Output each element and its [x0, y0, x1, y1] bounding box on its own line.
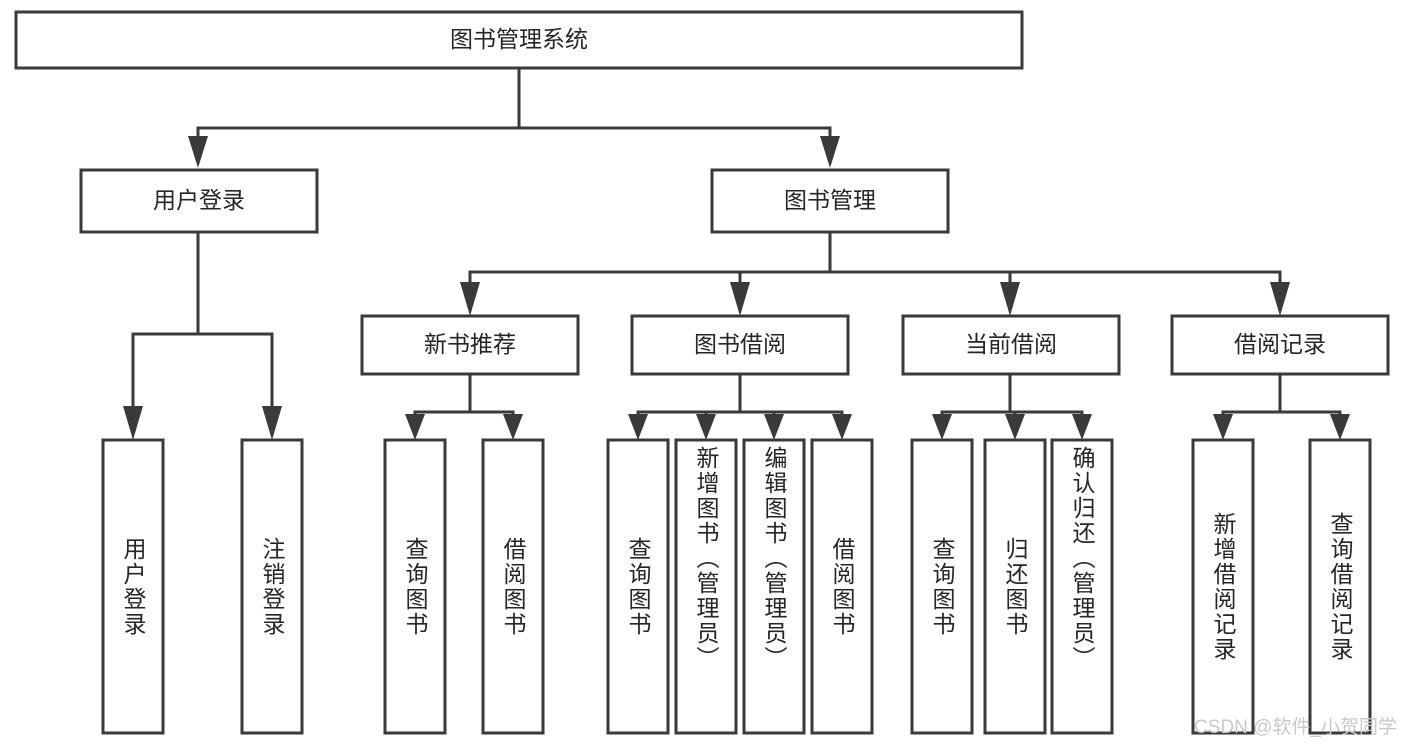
leaf-edit-book-box[interactable]: [742, 438, 806, 735]
leaf-query-borrow-record-box[interactable]: [1308, 438, 1372, 735]
node-new-book-recommend-box[interactable]: [360, 314, 580, 376]
leaf-query-book-borrow-box[interactable]: [606, 438, 670, 735]
node-root-box[interactable]: [14, 10, 1024, 70]
arrow-to-new-book-recommend: [460, 282, 480, 316]
arrow-to-leaf-query-book-rec: [405, 414, 425, 440]
node-user-login[interactable]: 用户登录: [79, 168, 319, 234]
arrow-to-book-borrow: [730, 282, 750, 316]
node-book-borrow-label: 图书借阅: [694, 331, 786, 357]
connector-layer: [123, 66, 1350, 440]
node-book-borrow[interactable]: 图书借阅: [630, 314, 850, 376]
arrow-to-leaf-add-borrow-record: [1213, 414, 1233, 440]
arrow-to-leaf-confirm-return: [1072, 414, 1092, 440]
csdn-watermark: CSDN @软件_小贺同学: [1194, 716, 1397, 738]
arrow-to-leaf-borrow-book: [832, 414, 852, 440]
node-book-borrow-box[interactable]: [630, 314, 850, 376]
leaf-user-logout-box[interactable]: [240, 438, 304, 735]
arrow-to-current-borrow: [1000, 282, 1020, 316]
node-current-borrow-box[interactable]: [901, 314, 1121, 376]
node-borrow-record-label: 借阅记录: [1234, 331, 1326, 357]
leaf-add-book-box[interactable]: [674, 438, 738, 735]
arrow-to-leaf-edit-book: [764, 414, 784, 440]
leaf-query-book-rec-box[interactable]: [383, 438, 447, 735]
node-borrow-record-box[interactable]: [1170, 314, 1390, 376]
node-layer: 图书管理系统 用户登录 图书管理 新书推荐 图书借阅 当前: [14, 10, 1390, 735]
node-root[interactable]: 图书管理系统: [14, 10, 1024, 70]
node-user-login-box[interactable]: [79, 168, 319, 234]
arrow-to-user-login: [188, 136, 208, 168]
arrow-to-leaf-add-book: [696, 414, 716, 440]
arrow-to-book-manage: [820, 136, 840, 168]
leaf-add-borrow-record-box[interactable]: [1191, 438, 1255, 735]
arrow-to-leaf-borrow-book-rec: [503, 414, 523, 440]
leaf-boxes: [101, 438, 1372, 735]
node-root-label: 图书管理系统: [450, 26, 588, 52]
leaf-return-book-box[interactable]: [983, 438, 1047, 735]
arrow-to-leaf-user-login: [123, 406, 143, 440]
arrow-to-borrow-record: [1270, 282, 1290, 316]
node-book-manage-box[interactable]: [710, 168, 950, 234]
arrow-to-leaf-return-book: [1005, 414, 1025, 440]
node-new-book-recommend[interactable]: 新书推荐: [360, 314, 580, 376]
leaf-borrow-book-rec-box[interactable]: [481, 438, 545, 735]
arrow-to-leaf-query-borrow-record: [1330, 414, 1350, 440]
arrow-to-leaf-user-logout: [262, 406, 282, 440]
leaf-query-book-current-box[interactable]: [910, 438, 974, 735]
leaf-borrow-book-box[interactable]: [810, 438, 874, 735]
node-borrow-record[interactable]: 借阅记录: [1170, 314, 1390, 376]
node-book-manage[interactable]: 图书管理: [710, 168, 950, 234]
arrow-to-leaf-query-book-current: [932, 414, 952, 440]
node-book-manage-label: 图书管理: [784, 187, 876, 213]
node-user-login-label: 用户登录: [153, 187, 245, 213]
leaf-confirm-return-box[interactable]: [1050, 438, 1114, 735]
leaf-user-login-box[interactable]: [101, 438, 165, 735]
node-new-book-recommend-label: 新书推荐: [424, 331, 516, 357]
arrow-to-leaf-query-book-borrow: [628, 414, 648, 440]
node-current-borrow-label: 当前借阅: [965, 331, 1057, 357]
node-current-borrow[interactable]: 当前借阅: [901, 314, 1121, 376]
